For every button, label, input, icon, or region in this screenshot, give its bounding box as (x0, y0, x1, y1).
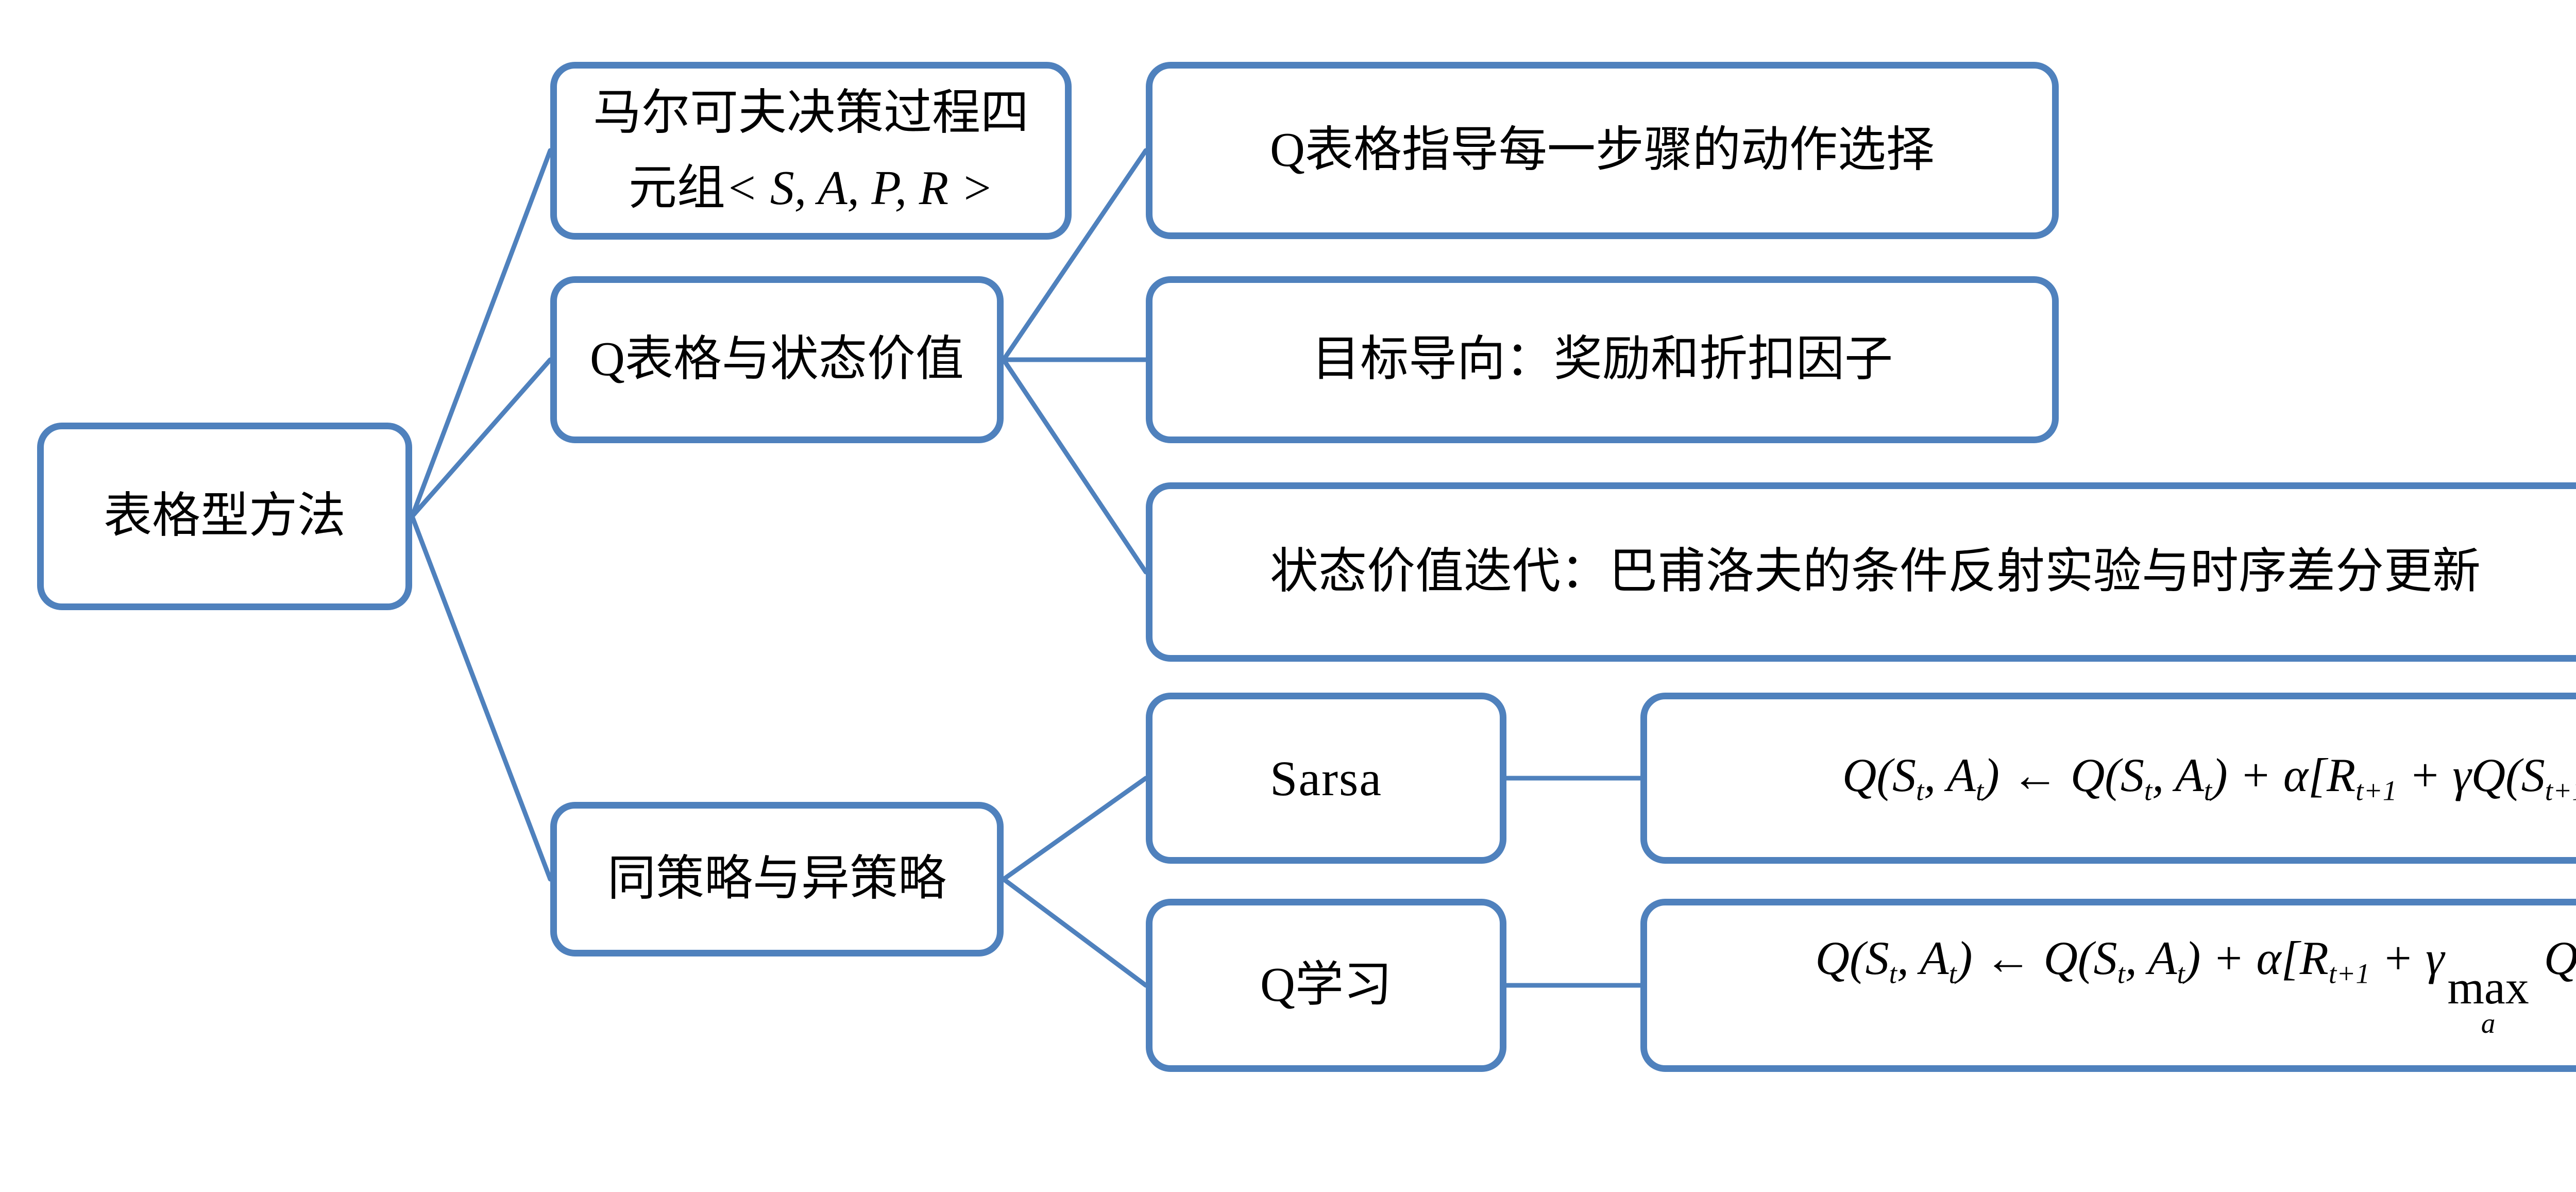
node-mdp-line2-prefix: 元组 (628, 161, 725, 215)
connector-policy-sarsa (1001, 776, 1148, 882)
node-qtable-label: Q表格与状态价值 (590, 332, 964, 387)
sarsa-update-formula: Q(St, At) ← Q(St, At) + α[Rt+1 + γQ(St+1… (1842, 749, 2576, 807)
connector-policy-qlearning (1001, 877, 1148, 988)
node-value-iteration-label: 状态价值迭代：巴甫洛夫的条件反射实验与时序差分更新 (1269, 545, 2481, 599)
connector-qtable-vi (1001, 357, 1148, 575)
node-root-label: 表格型方法 (103, 489, 346, 543)
node-sarsa-label: Sarsa (1270, 750, 1382, 806)
node-root[interactable]: 表格型方法 (37, 423, 412, 610)
node-goal[interactable]: 目标导向：奖励和折扣因子 (1146, 276, 2059, 443)
node-policy-label: 同策略与异策略 (607, 852, 946, 906)
node-sarsa[interactable]: Sarsa (1146, 693, 1506, 864)
node-policy[interactable]: 同策略与异策略 (550, 802, 1004, 956)
connector-root-qtable (410, 357, 553, 519)
node-qguide-label: Q表格指导每一步骤的动作选择 (1270, 123, 1935, 177)
node-qguide[interactable]: Q表格指导每一步骤的动作选择 (1146, 62, 2059, 239)
connector-root-mdp (410, 148, 553, 519)
connector-root-policy (410, 514, 553, 882)
node-sarsa-formula[interactable]: Q(St, At) ← Q(St, At) + α[Rt+1 + γQ(St+1… (1640, 693, 2576, 864)
connector-qtable-qguide (1001, 148, 1148, 362)
node-mdp[interactable]: 马尔可夫决策过程四 元组< S, A, P, R > (550, 62, 1072, 240)
node-mdp-line2: 元组< S, A, P, R > (629, 151, 993, 226)
node-qlearning-label: Q学习 (1260, 958, 1392, 1012)
node-goal-label: 目标导向：奖励和折扣因子 (1311, 332, 1893, 387)
node-qtable[interactable]: Q表格与状态价值 (550, 276, 1004, 443)
node-qlearning[interactable]: Q学习 (1146, 899, 1506, 1072)
node-mdp-line2-math: < S, A, P, R > (725, 161, 994, 215)
node-mdp-line1: 马尔可夫决策过程四 (592, 86, 1029, 140)
node-value-iteration[interactable]: 状态价值迭代：巴甫洛夫的条件反射实验与时序差分更新 (1146, 482, 2576, 662)
